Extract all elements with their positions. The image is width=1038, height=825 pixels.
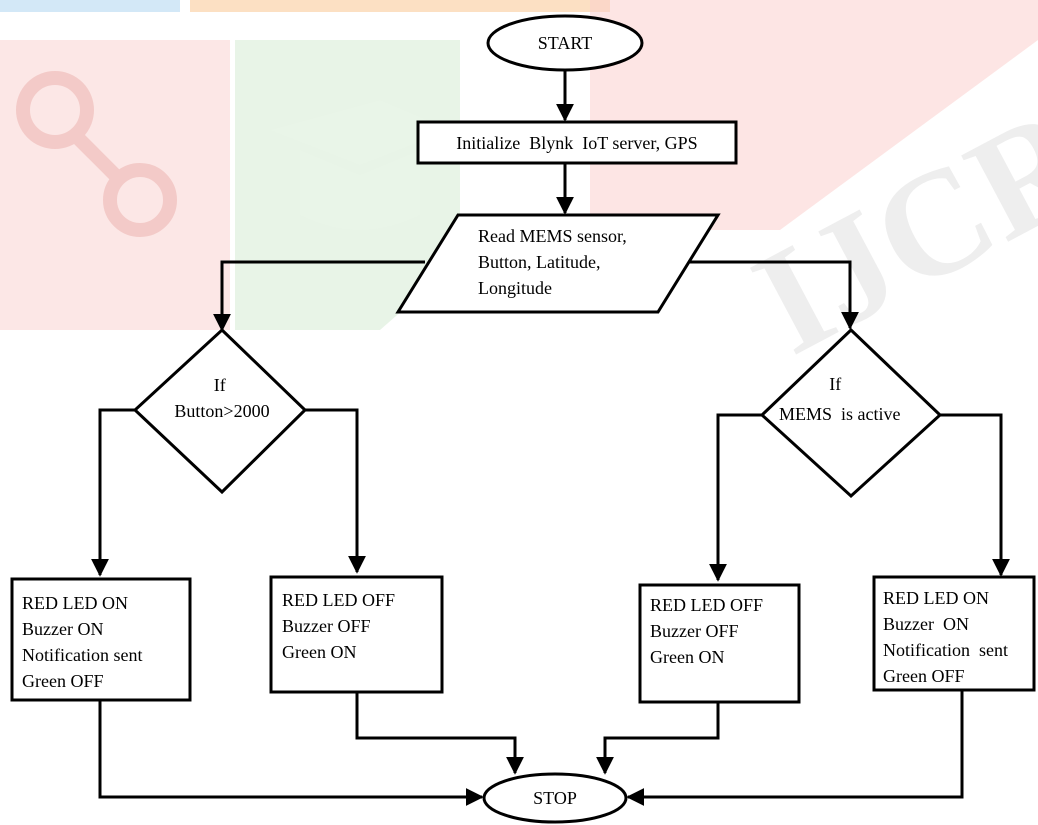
stop-node: STOP	[482, 772, 628, 824]
box-ll-node: RED LED ON Buzzer ON Notification sent G…	[10, 577, 192, 702]
read-node: Read MEMS sensor, Button, Latitude, Long…	[395, 213, 721, 314]
box-rl-line-1: RED LED OFF	[650, 595, 763, 615]
decision-right-line-2: MEMS is active	[779, 404, 901, 424]
box-rr-line-2: Buzzer ON	[883, 614, 969, 634]
watermark-graduation-cap-icon	[270, 100, 450, 230]
arrow-left-decision-to-box-lr	[305, 408, 366, 574]
read-line-3: Longitude	[478, 278, 552, 298]
svg-text:If MEMS is active: If MEMS is active	[0, 0, 923, 424]
box-rr-line-3: Notification sent	[883, 640, 1008, 660]
decision-right-node: If MEMS is active	[0, 0, 943, 499]
watermark-blue-band	[0, 0, 180, 12]
watermark-green-shape	[235, 40, 460, 330]
box-lr-line-1: RED LED OFF	[282, 590, 395, 610]
box-ll-line-2: Buzzer ON	[22, 619, 103, 639]
read-line-1: Read MEMS sensor,	[478, 226, 627, 246]
watermark: IJCRT	[0, 0, 1038, 386]
box-rl-line-3: Green ON	[650, 647, 724, 667]
stop-label: STOP	[533, 788, 577, 808]
svg-text:RED LED OFF Buzzer OFF: RED LED OFF Buzzer OFF Green ON	[282, 590, 400, 662]
arrow-read-to-right-decision	[688, 260, 859, 330]
arrow-box-ll-to-stop	[98, 700, 484, 806]
watermark-red-right-shape	[590, 0, 1038, 230]
decision-left-line-2: Button>2000	[174, 401, 269, 421]
read-line-2: Button, Latitude,	[478, 252, 600, 272]
box-lr-line-2: Buzzer OFF	[282, 616, 371, 636]
box-rr-node: RED LED ON Buzzer ON Notification sent G…	[872, 575, 1036, 692]
box-ll-line-4: Green OFF	[22, 671, 104, 691]
svg-text:RED LED ON Buzzer ON: RED LED ON Buzzer ON Notification sent G…	[22, 593, 147, 691]
init-node: Initialize Blynk IoT server, GPS	[416, 120, 738, 165]
init-label: Initialize Blynk IoT server, GPS	[456, 133, 697, 153]
arrow-right-decision-to-box-rr	[940, 413, 1010, 577]
connectors	[91, 70, 1010, 806]
svg-text:Read MEMS sensor, Button: Read MEMS sensor, Button, Latitude, Long…	[478, 226, 631, 298]
start-node: START	[486, 14, 644, 72]
decision-left-node: If Button>2000	[132, 327, 308, 495]
arrow-box-rl-to-stop	[596, 702, 720, 775]
decision-right-line-1: If	[829, 374, 841, 394]
box-ll-line-1: RED LED ON	[22, 593, 128, 613]
arrow-box-rr-to-stop	[626, 690, 964, 806]
decision-left-line-1: If	[214, 375, 226, 395]
arrow-box-lr-to-stop	[355, 692, 524, 775]
watermark-red-shape	[0, 40, 230, 330]
box-lr-line-3: Green ON	[282, 642, 356, 662]
box-lr-node: RED LED OFF Buzzer OFF Green ON	[269, 575, 444, 694]
box-rr-line-1: RED LED ON	[883, 588, 989, 608]
svg-text:If Button>2000: If Button>2000	[174, 375, 269, 421]
arrow-right-decision-to-box-rl	[709, 413, 762, 582]
box-rl-node: RED LED OFF Buzzer OFF Green ON	[638, 583, 801, 704]
box-rl-line-2: Buzzer OFF	[650, 621, 739, 641]
watermark-gear-icon	[16, 71, 177, 237]
svg-text:RED LED ON Buzzer ON: RED LED ON Buzzer ON Notification sent G…	[883, 588, 1008, 686]
watermark-orange-band	[190, 0, 610, 12]
box-rr-line-4: Green OFF	[883, 666, 965, 686]
start-label: START	[538, 33, 592, 53]
svg-text:RED LED OFF Buzzer OFF: RED LED OFF Buzzer OFF Green ON	[650, 595, 768, 667]
arrow-left-decision-to-box-ll	[91, 408, 135, 577]
box-ll-line-3: Notification sent	[22, 645, 142, 665]
arrow-read-to-left-decision	[213, 260, 425, 332]
